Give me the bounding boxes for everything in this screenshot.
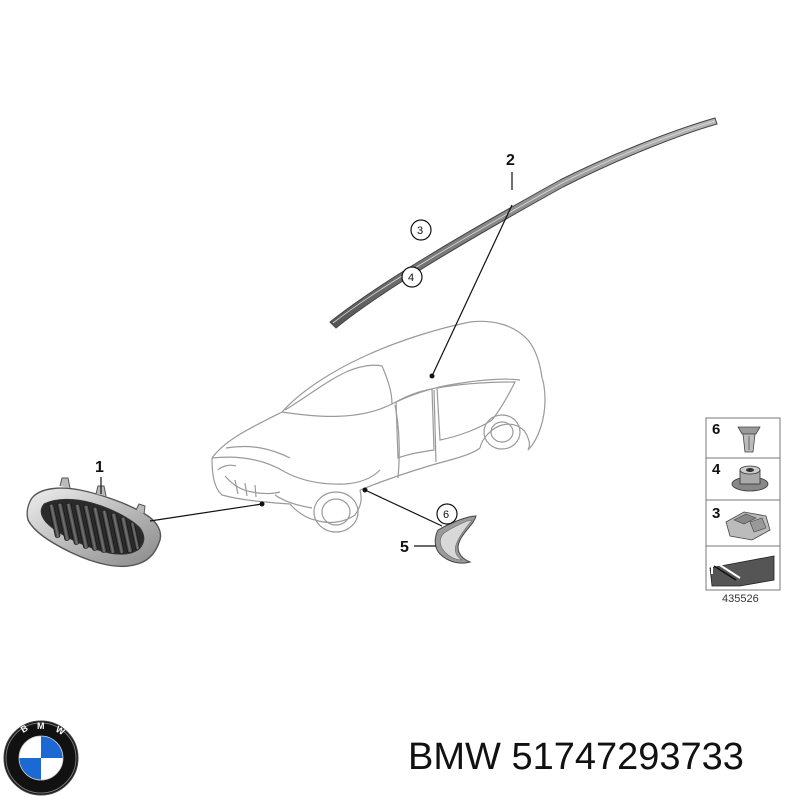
nut-icon xyxy=(731,465,769,492)
arrow-icon xyxy=(709,555,775,587)
svg-text:6: 6 xyxy=(443,509,449,521)
bmw-logo: B M W xyxy=(3,720,79,796)
svg-text:M: M xyxy=(37,721,45,731)
clamp-icon xyxy=(725,511,771,541)
legend-number-4: 4 xyxy=(712,461,721,478)
svg-text:4: 4 xyxy=(408,272,414,284)
callout-circle-6: 6 xyxy=(436,503,458,525)
fastener-legend: 6 4 3 435526 xyxy=(705,417,781,605)
svg-text:3: 3 xyxy=(417,225,423,237)
brand-part-number: BMW 51747293733 xyxy=(408,736,744,779)
roof-moulding-strip xyxy=(329,117,718,329)
side-trim xyxy=(434,515,477,564)
callout-1: 1 xyxy=(95,459,104,476)
grille-slats xyxy=(48,502,140,554)
legend-number-6: 6 xyxy=(712,421,720,438)
leader-dot-trim xyxy=(362,487,368,493)
leader-dot-roof xyxy=(429,373,435,379)
callout-circle-4: 4 xyxy=(401,266,423,288)
car-outline xyxy=(211,320,546,533)
brand-name: BMW xyxy=(408,736,501,778)
callout-2: 2 xyxy=(506,152,515,169)
callout-circle-3: 3 xyxy=(410,219,432,241)
part-number: 51747293733 xyxy=(511,736,744,778)
reference-number: 435526 xyxy=(722,593,759,605)
leader-lines xyxy=(100,172,513,547)
legend-number-3: 3 xyxy=(712,505,720,522)
clip-icon xyxy=(737,426,761,453)
callout-5: 5 xyxy=(400,539,409,556)
svg-text:B: B xyxy=(19,723,30,735)
kidney-grille xyxy=(26,477,162,567)
leader-dot-grille xyxy=(259,501,265,507)
